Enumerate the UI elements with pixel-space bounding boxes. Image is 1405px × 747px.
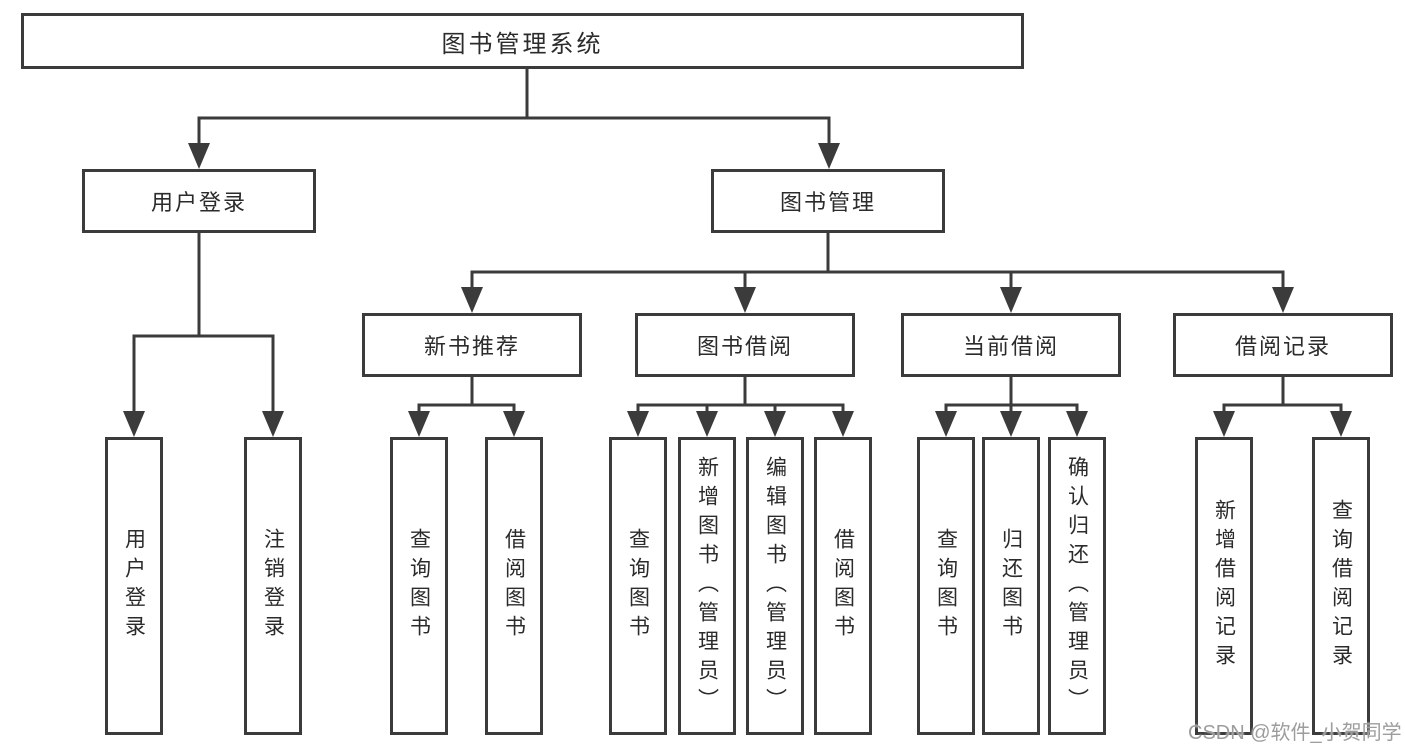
node-leaf-edit-books-admin: 编辑图书（管理员） [746, 437, 804, 735]
arrow-heads [123, 143, 1352, 437]
node-label: 确认归还（管理员） [1065, 455, 1089, 717]
node-label: 用户登录 [150, 190, 247, 215]
node-label: 图书管理系统 [441, 30, 604, 58]
node-label: 新增借阅记录 [1212, 499, 1236, 673]
node-leaf-logout: 注销登录 [244, 437, 302, 735]
node-leaf-query-books-2: 查询图书 [609, 437, 667, 735]
node-current-borrowing: 当前借阅 [901, 313, 1121, 377]
node-leaf-query-books-3: 查询图书 [917, 437, 975, 735]
node-label: 查询图书 [626, 528, 650, 644]
node-new-book-recommend: 新书推荐 [362, 313, 582, 377]
node-borrowing-records: 借阅记录 [1173, 313, 1393, 377]
node-label: 新增图书（管理员） [695, 455, 719, 717]
node-label: 图书借阅 [696, 334, 793, 359]
node-label: 注销登录 [261, 528, 285, 644]
node-leaf-query-books-1: 查询图书 [390, 437, 448, 735]
node-label: 查询图书 [407, 528, 431, 644]
node-leaf-add-books-admin: 新增图书（管理员） [678, 437, 736, 735]
node-leaf-user-login: 用户登录 [105, 437, 163, 735]
node-label: 借阅图书 [831, 528, 855, 644]
node-leaf-add-borrow-record: 新增借阅记录 [1195, 437, 1253, 735]
node-leaf-borrow-books-1: 借阅图书 [485, 437, 543, 735]
node-label: 归还图书 [999, 528, 1023, 644]
node-user-login: 用户登录 [82, 169, 316, 233]
node-book-borrowing: 图书借阅 [635, 313, 855, 377]
node-label: 借阅记录 [1234, 334, 1331, 359]
node-leaf-return-books: 归还图书 [982, 437, 1040, 735]
node-leaf-query-borrow-record: 查询借阅记录 [1312, 437, 1370, 735]
node-root-system: 图书管理系统 [21, 13, 1024, 69]
node-label: 用户登录 [122, 528, 146, 644]
node-label: 编辑图书（管理员） [763, 455, 787, 717]
node-leaf-confirm-return-admin: 确认归还（管理员） [1048, 437, 1106, 735]
node-book-management: 图书管理 [711, 169, 945, 233]
node-label: 新书推荐 [423, 334, 520, 359]
csdn-watermark: CSDN @软件_小贺同学 [1188, 722, 1402, 744]
node-label: 当前借阅 [962, 334, 1059, 359]
node-label: 查询图书 [934, 528, 958, 644]
node-label: 借阅图书 [502, 528, 526, 644]
node-label: 查询借阅记录 [1329, 499, 1353, 673]
node-label: 图书管理 [779, 190, 876, 215]
node-leaf-borrow-books-2: 借阅图书 [814, 437, 872, 735]
